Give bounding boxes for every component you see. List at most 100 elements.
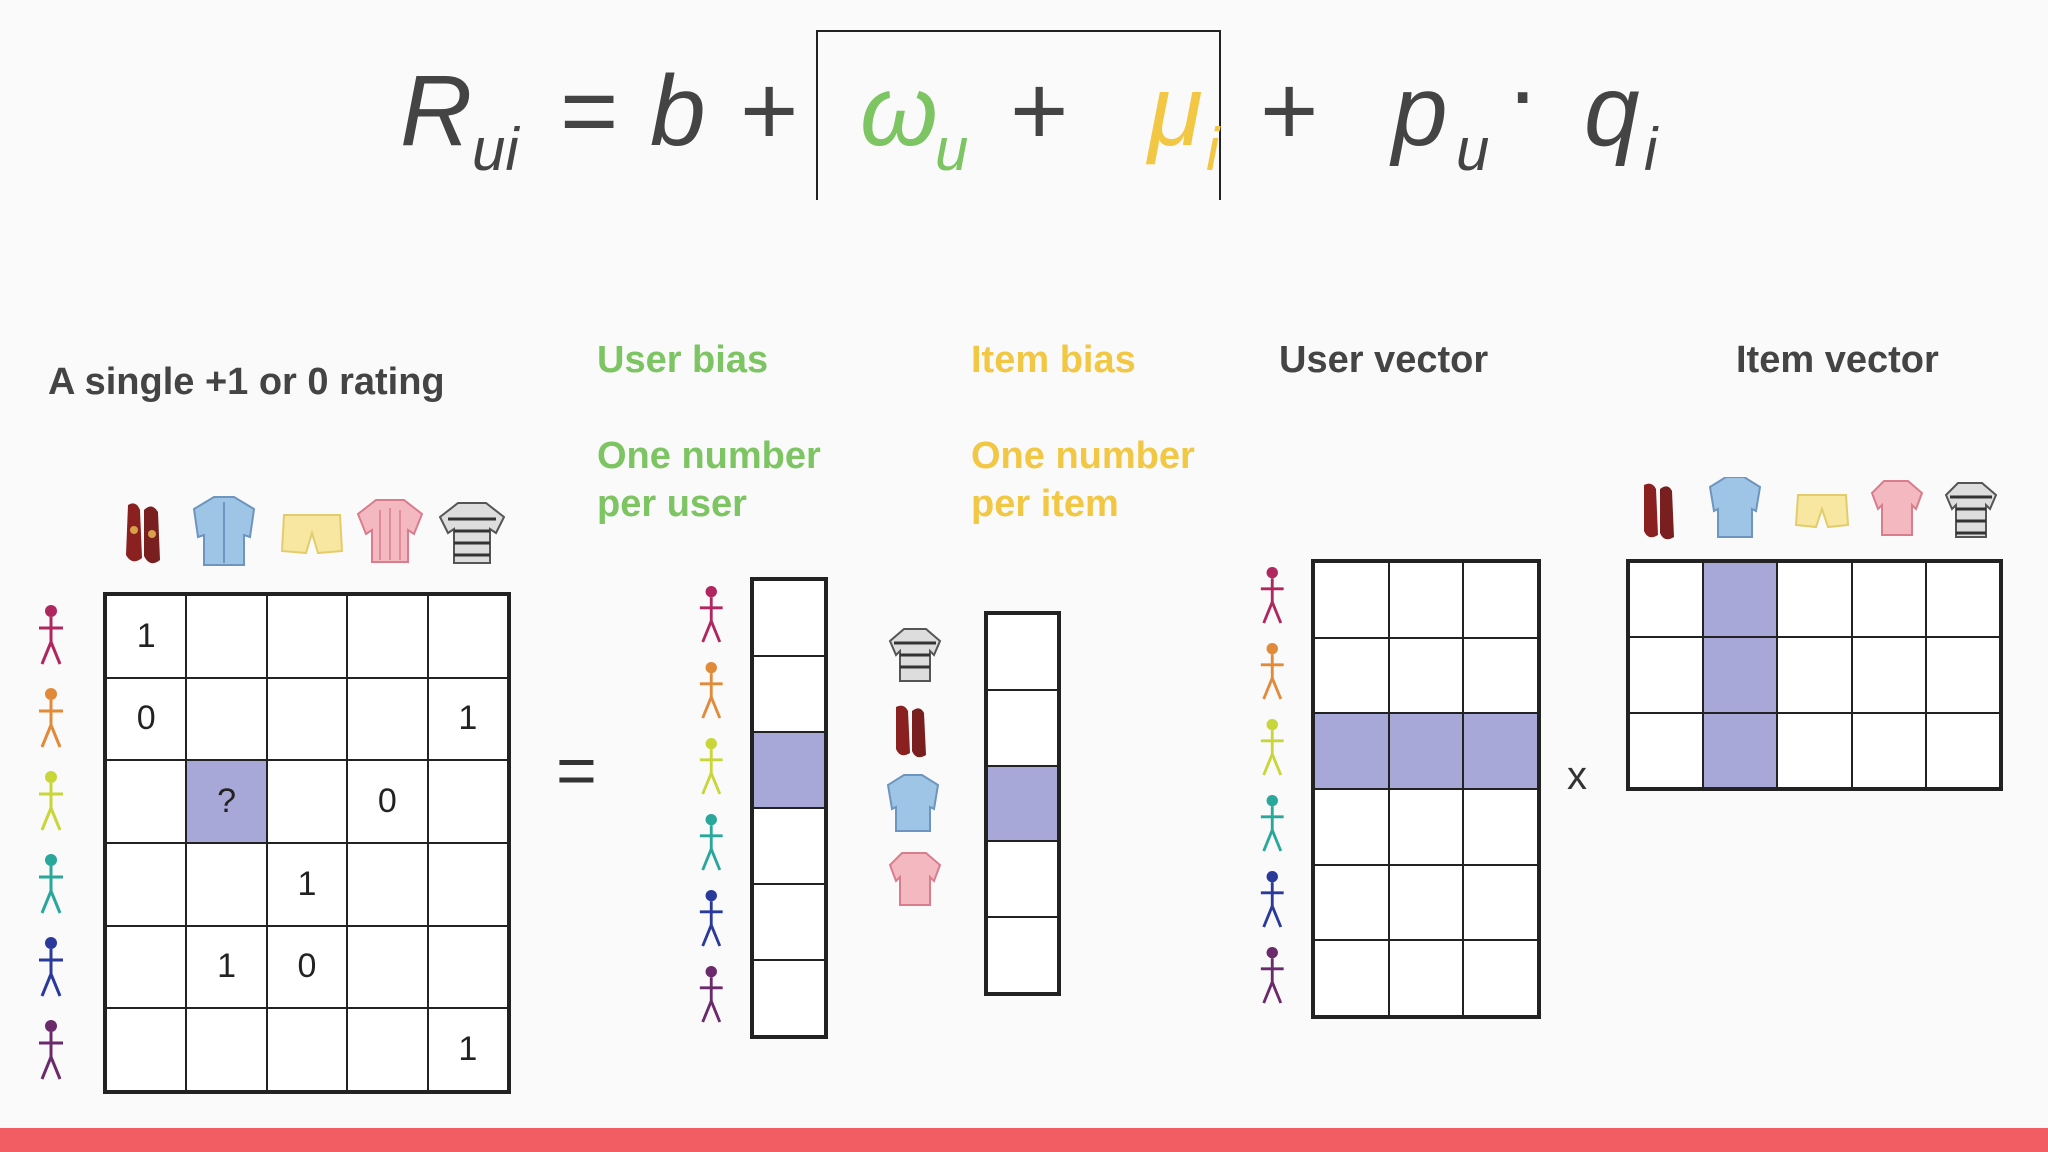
rating-cell	[186, 1008, 267, 1091]
rating-cell	[427, 760, 508, 843]
rating-cell: 1	[266, 842, 348, 926]
rating-cell: 1	[427, 677, 508, 761]
formula-mu: μ	[1145, 55, 1203, 167]
user-vector-cell	[1314, 788, 1389, 865]
user-vector-cell	[1463, 637, 1538, 714]
rating-cell	[347, 677, 428, 761]
user-vector-cell	[1314, 562, 1389, 638]
user-vector-cell-highlighted	[1463, 713, 1538, 789]
item-bias-title: Item bias	[971, 339, 1136, 381]
rating-cell: 1	[427, 1008, 508, 1091]
person-icon	[697, 889, 726, 948]
rating-cell	[347, 925, 428, 1009]
item-vector-icons	[1644, 477, 1998, 540]
item-vector-cell	[1925, 712, 2000, 788]
rating-item-icons	[126, 496, 506, 566]
person-icon	[1258, 642, 1287, 701]
item-vector-cell	[1629, 712, 1704, 788]
user-bias-cell	[753, 656, 825, 732]
user-bias-vector	[750, 577, 828, 1039]
rating-cell: 1	[106, 595, 187, 678]
formula-p: p	[1389, 55, 1448, 167]
rating-cell	[266, 677, 348, 761]
item-vector-cell	[1851, 712, 1926, 788]
shoes-icon	[896, 705, 926, 758]
rating-cell: 1	[186, 925, 267, 1009]
pink-blouse-icon	[1870, 480, 1924, 536]
item-vector-cell	[1777, 637, 1852, 713]
user-bias-desc-1: One number	[597, 435, 821, 477]
formula-omega: ω	[860, 55, 938, 167]
item-vector-cell	[1925, 562, 2000, 638]
rating-cell	[427, 595, 508, 678]
item-bias-cell	[987, 689, 1058, 766]
item-vector-cell	[1629, 637, 1704, 713]
item-bias-cell-highlighted	[987, 765, 1058, 842]
user-vector-cell	[1388, 788, 1464, 865]
user-vector-cell	[1314, 940, 1389, 1016]
user-vector-matrix	[1311, 559, 1541, 1019]
formula-plus-3: +	[1260, 55, 1318, 167]
formula-lhs-sub: ui	[472, 116, 520, 183]
rating-cell	[266, 760, 348, 843]
item-bias-cell	[987, 841, 1058, 918]
user-vector-cell	[1463, 940, 1538, 1016]
striped-tee-icon	[438, 502, 506, 564]
item-vector-cell	[1777, 712, 1852, 788]
formula-mu-sub: i	[1206, 116, 1221, 183]
denim-shirt-icon	[192, 496, 256, 566]
striped-tee-icon	[888, 628, 942, 682]
formula-omega-sub: u	[935, 116, 968, 183]
rating-cell	[347, 1008, 428, 1091]
item-vector-cell	[1629, 562, 1704, 638]
item-vector-cell	[1777, 562, 1852, 638]
shoes-icon	[1644, 483, 1674, 540]
item-vector-cell-highlighted	[1703, 637, 1778, 713]
person-icon	[36, 604, 66, 666]
formula: R ui = b + ω u + μ i + p u · q i	[0, 0, 2048, 228]
item-vector-label: Item vector	[1736, 339, 1939, 381]
formula-plus-2: +	[1010, 55, 1068, 167]
bottom-accent-bar	[0, 1128, 2048, 1152]
formula-p-sub: u	[1456, 116, 1489, 183]
user-vector-cell	[1463, 788, 1538, 865]
user-bias-cell-highlighted	[753, 732, 825, 808]
item-vector-cell-highlighted	[1703, 562, 1778, 638]
person-icon	[36, 853, 66, 915]
user-vector-cell	[1463, 864, 1538, 941]
item-bias-cell	[987, 614, 1058, 690]
rating-cell	[186, 595, 267, 678]
user-vector-label: User vector	[1279, 339, 1489, 381]
person-icon	[36, 936, 66, 998]
person-icon	[1258, 946, 1287, 1005]
user-vector-cell-highlighted	[1314, 713, 1389, 789]
user-bias-desc-2: per user	[597, 483, 747, 525]
person-icon	[697, 813, 726, 872]
yellow-shorts-icon	[1794, 494, 1850, 529]
person-icon	[697, 737, 726, 796]
person-icon	[1258, 870, 1287, 929]
rating-cell: 0	[347, 760, 428, 843]
shoes-icon	[126, 503, 160, 564]
user-vector-cell	[1463, 562, 1538, 638]
user-bias-cell	[753, 580, 825, 656]
pink-blouse-icon	[356, 499, 424, 563]
formula-dot: ·	[1506, 35, 1539, 147]
user-bias-cell	[753, 884, 825, 960]
item-bias-icons	[886, 628, 942, 906]
rating-cell: ?	[186, 760, 267, 843]
rating-cell	[106, 760, 187, 843]
user-vector-cell	[1388, 940, 1464, 1016]
formula-b: b	[650, 55, 706, 167]
item-bias-desc-2: per item	[971, 483, 1119, 525]
rating-cell	[106, 1008, 187, 1091]
person-icon	[36, 770, 66, 832]
item-vector-cell	[1851, 637, 1926, 713]
formula-q: q	[1584, 55, 1640, 167]
formula-eq: =	[560, 55, 618, 167]
person-icon	[1258, 718, 1287, 777]
user-bias-title: User bias	[597, 339, 769, 381]
rating-cell	[427, 925, 508, 1009]
striped-tee-icon	[1944, 482, 1998, 538]
